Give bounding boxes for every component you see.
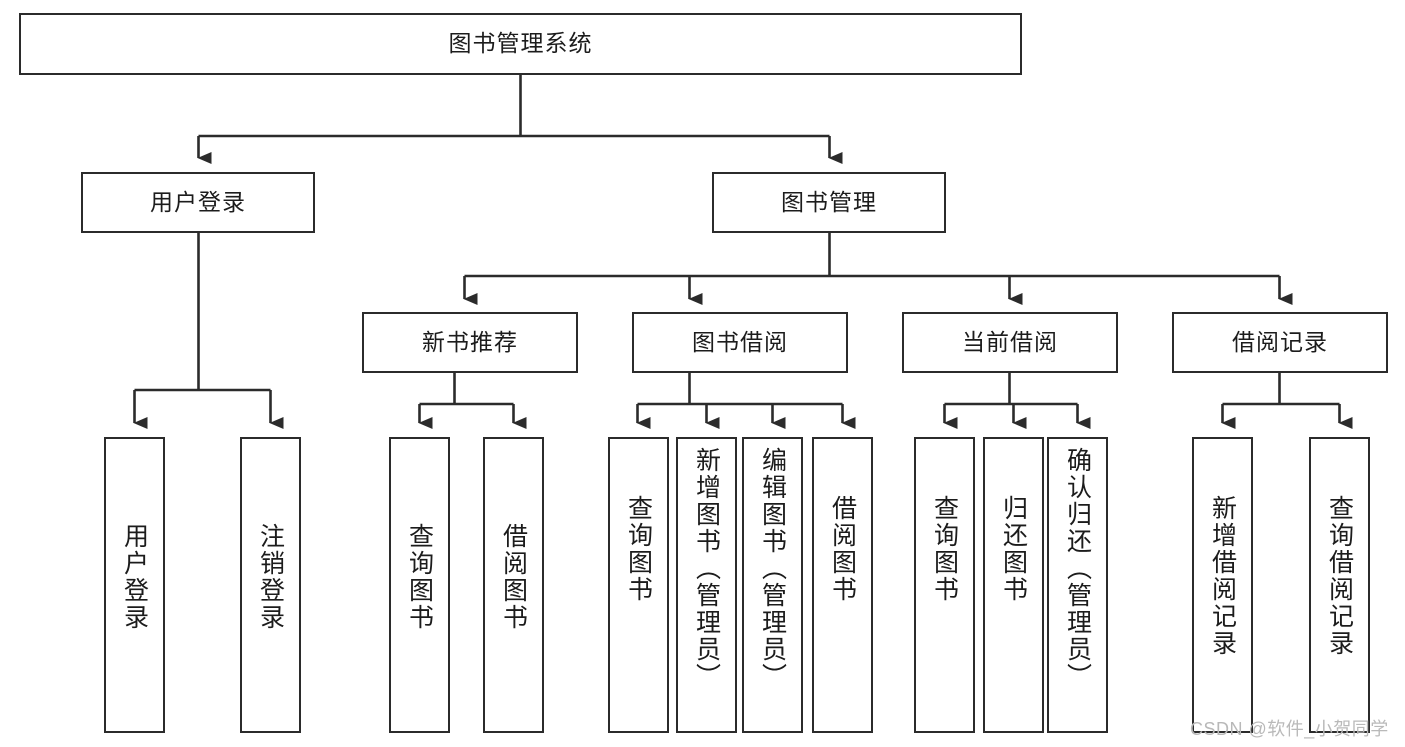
node-label: 借阅图书	[828, 495, 857, 603]
leaf-current-borrow-query-book[interactable]: 查询图书	[914, 437, 975, 733]
node-label: 确认归还（管理员）	[1063, 447, 1092, 690]
node-label: 图书管理系统	[448, 30, 593, 57]
node-label: 图书借阅	[692, 328, 788, 355]
leaf-book-borrow-edit-book-admin[interactable]: 编辑图书（管理员）	[742, 437, 803, 733]
node-label: 查询借阅记录	[1325, 495, 1354, 657]
node-new-book-recommend[interactable]: 新书推荐	[362, 312, 578, 373]
leaf-book-borrow-query-book[interactable]: 查询图书	[608, 437, 669, 733]
leaf-new-book-borrow-book[interactable]: 借阅图书	[483, 437, 544, 733]
node-current-borrow[interactable]: 当前借阅	[902, 312, 1118, 373]
node-label: 新增图书（管理员）	[692, 447, 721, 690]
leaf-borrow-record-query-record[interactable]: 查询借阅记录	[1309, 437, 1370, 733]
leaf-current-borrow-confirm-return-admin[interactable]: 确认归还（管理员）	[1047, 437, 1108, 733]
node-root-book-management-system[interactable]: 图书管理系统	[19, 13, 1022, 75]
node-label: 注销登录	[256, 523, 285, 631]
leaf-book-borrow-add-book-admin[interactable]: 新增图书（管理员）	[676, 437, 737, 733]
node-label: 用户登录	[120, 523, 149, 631]
leaf-borrow-record-add-record[interactable]: 新增借阅记录	[1192, 437, 1253, 733]
leaf-book-borrow-borrow-book[interactable]: 借阅图书	[812, 437, 873, 733]
node-label: 新书推荐	[422, 328, 518, 355]
watermark-text: CSDN @软件_小贺同学	[1190, 719, 1389, 739]
node-label: 新增借阅记录	[1208, 495, 1237, 657]
leaf-user-login-logout[interactable]: 注销登录	[240, 437, 301, 733]
node-user-login[interactable]: 用户登录	[81, 172, 315, 233]
node-label: 查询图书	[624, 495, 653, 603]
node-label: 借阅图书	[499, 523, 528, 631]
node-label: 借阅记录	[1232, 328, 1328, 355]
node-label: 查询图书	[930, 495, 959, 603]
node-borrow-record[interactable]: 借阅记录	[1172, 312, 1388, 373]
node-label: 图书管理	[781, 188, 877, 215]
node-label: 当前借阅	[962, 328, 1058, 355]
leaf-new-book-query-book[interactable]: 查询图书	[389, 437, 450, 733]
node-label: 查询图书	[405, 523, 434, 631]
node-label: 归还图书	[999, 495, 1028, 603]
leaf-user-login-login[interactable]: 用户登录	[104, 437, 165, 733]
node-book-borrow[interactable]: 图书借阅	[632, 312, 848, 373]
node-label: 编辑图书（管理员）	[758, 447, 787, 690]
node-label: 用户登录	[150, 188, 246, 215]
leaf-current-borrow-return-book[interactable]: 归还图书	[983, 437, 1044, 733]
node-book-management[interactable]: 图书管理	[712, 172, 946, 233]
